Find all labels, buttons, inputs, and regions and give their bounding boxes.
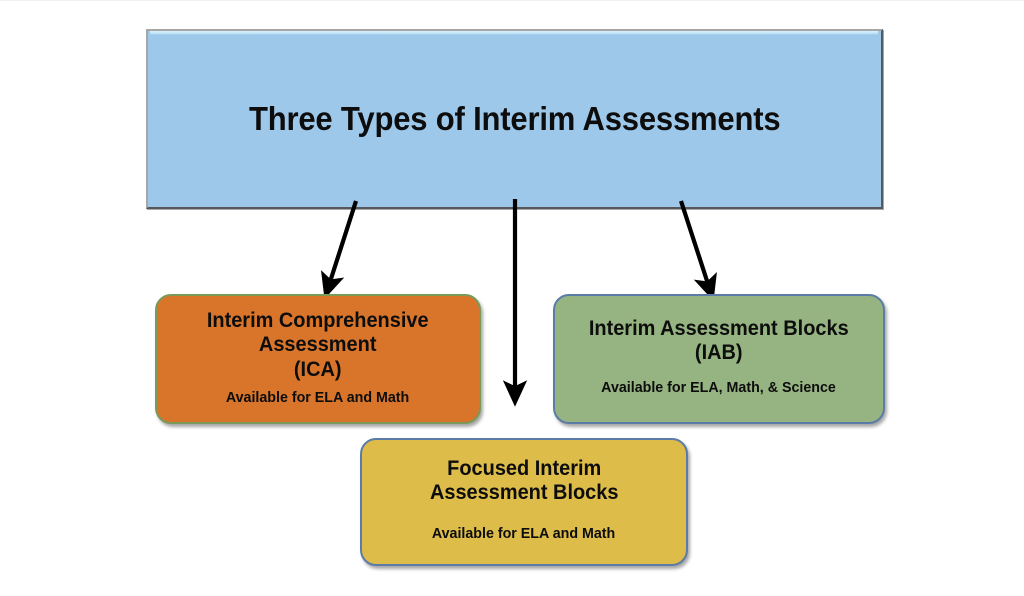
arrow-to-iab	[679, 200, 717, 301]
node-iab-subline: Available for ELA, Math, & Science	[601, 379, 837, 397]
node-iab-headline-line1: Interim Assessment Blocks	[589, 316, 849, 340]
node-ica-subline: Available for ELA and Math	[226, 389, 410, 407]
diagram-title-box: Three Types of Interim Assessments	[146, 29, 883, 209]
node-iab-headline: Interim Assessment Blocks (IAB)	[589, 317, 849, 366]
node-iab-headline-line2: (IAB)	[695, 341, 743, 364]
arrow-to-ica	[321, 200, 358, 299]
node-ica-headline-line3: (ICA)	[294, 357, 342, 381]
node-interim-assessment-blocks[interactable]: Interim Assessment Blocks (IAB) Availabl…	[553, 294, 885, 424]
node-focused-interim-assessment-blocks[interactable]: Focused Interim Assessment Blocks Availa…	[360, 438, 688, 566]
diagram-title: Three Types of Interim Assessments	[248, 100, 781, 137]
node-interim-comprehensive-assessment[interactable]: Interim Comprehensive Assessment (ICA) A…	[155, 294, 481, 424]
node-focused-iab-subline: Available for ELA and Math	[432, 525, 616, 543]
node-focused-iab-headline-line1: Focused Interim	[446, 456, 602, 480]
node-focused-iab-headline-line2: Assessment Blocks	[429, 481, 619, 504]
node-ica-headline: Interim Comprehensive Assessment (ICA)	[207, 309, 429, 382]
node-focused-iab-headline: Focused Interim Assessment Blocks	[430, 457, 619, 506]
node-ica-headline-line1: Interim Comprehensive	[207, 308, 429, 332]
node-ica-headline-line2: Assessment	[259, 333, 377, 357]
